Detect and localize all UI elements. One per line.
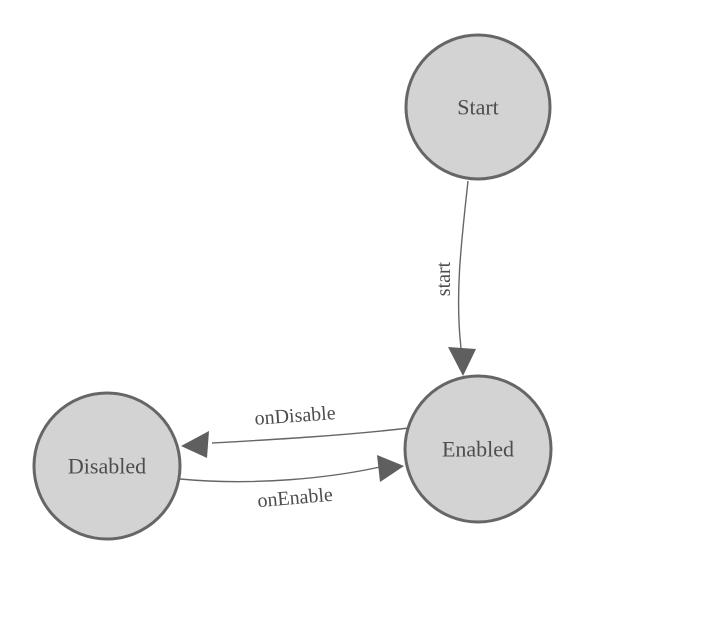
state-label-enabled: Enabled <box>442 437 514 462</box>
state-label-disabled: Disabled <box>68 454 146 479</box>
state-circle-disabled <box>32 391 182 541</box>
state-node-enabled: Enabled <box>403 374 553 524</box>
arrowhead-start-to-enabled <box>448 347 476 376</box>
edge-start-to-enabled <box>457 180 469 349</box>
edge-label-start: start <box>433 261 455 296</box>
edge-disabled-to-enabled <box>179 466 381 483</box>
edge-label-ondisable: onDisable <box>254 402 337 430</box>
arrowhead-enabled-to-disabled <box>181 431 209 458</box>
state-circle-enabled <box>403 374 553 524</box>
edge-enabled-to-disabled <box>211 427 410 444</box>
edge-label-onenable: onEnable <box>257 484 334 513</box>
arrowhead-disabled-to-enabled <box>377 455 404 482</box>
state-circle-start <box>404 33 552 181</box>
state-node-disabled: Disabled <box>32 391 182 541</box>
state-label-start: Start <box>457 95 499 120</box>
state-node-start: Start <box>404 33 552 181</box>
